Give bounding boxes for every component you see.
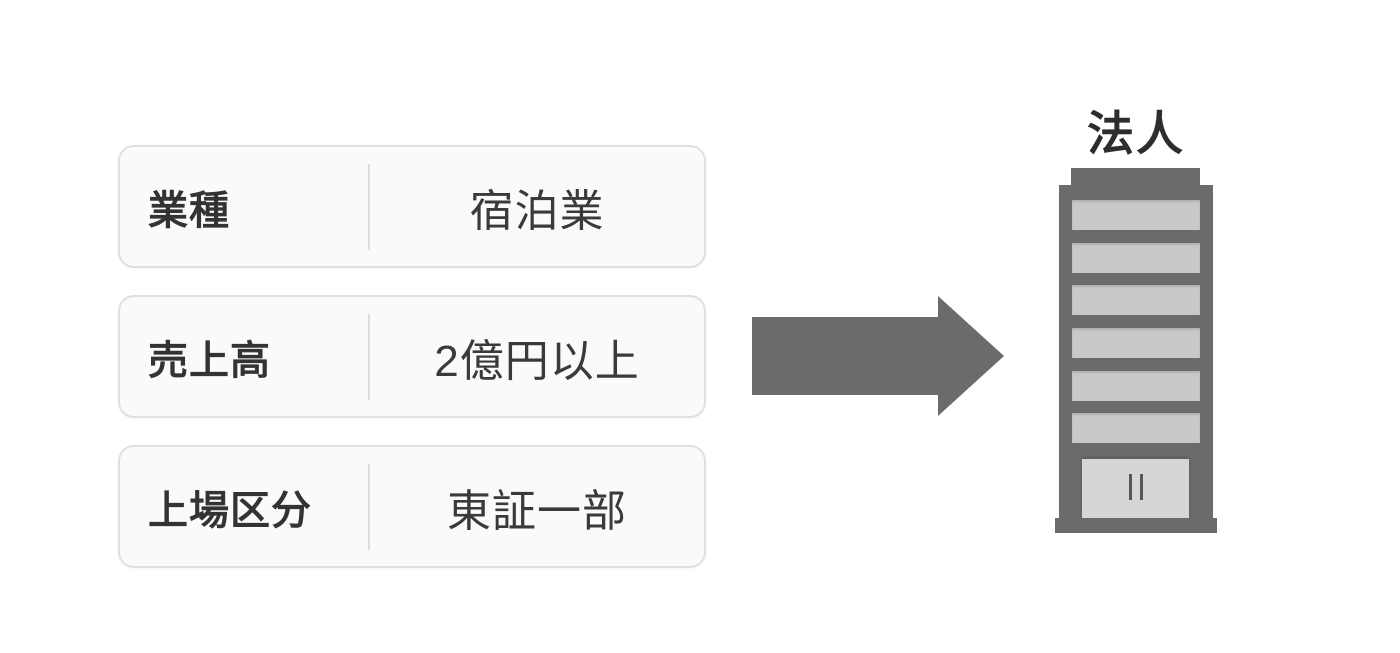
door-handle-line — [1128, 473, 1132, 500]
arrow-head — [938, 296, 1004, 416]
arrow-shaft — [752, 317, 938, 395]
attribute-label: 上場区分 — [148, 488, 312, 533]
attribute-label: 業種 — [148, 188, 230, 233]
attribute-value: 東証一部 — [447, 486, 627, 536]
building-door-icon — [1082, 459, 1189, 518]
attribute-row-revenue: 売上高 2億円以上 — [118, 295, 706, 418]
divider — [368, 463, 370, 550]
attribute-row-industry: 業種 宿泊業 — [118, 145, 706, 268]
building-window — [1072, 200, 1200, 230]
door-handle-line — [1139, 473, 1143, 500]
building-window — [1072, 285, 1200, 315]
building-window — [1072, 243, 1200, 273]
office-building-icon — [1040, 95, 1232, 535]
divider — [368, 313, 370, 400]
building-window — [1072, 371, 1200, 401]
divider — [368, 163, 370, 250]
corporation-group: 法人 — [1040, 95, 1232, 535]
building-window — [1072, 328, 1200, 358]
attribute-value: 宿泊業 — [469, 186, 605, 236]
attribute-label: 売上高 — [148, 338, 271, 383]
building-body — [1059, 185, 1213, 518]
building-roof — [1071, 168, 1200, 188]
attribute-row-listing: 上場区分 東証一部 — [118, 445, 706, 568]
building-window — [1072, 413, 1200, 443]
right-arrow-icon — [752, 296, 1004, 416]
building-base — [1055, 518, 1217, 533]
corporation-label: 法人 — [1087, 107, 1185, 160]
attribute-value: 2億円以上 — [434, 336, 640, 386]
